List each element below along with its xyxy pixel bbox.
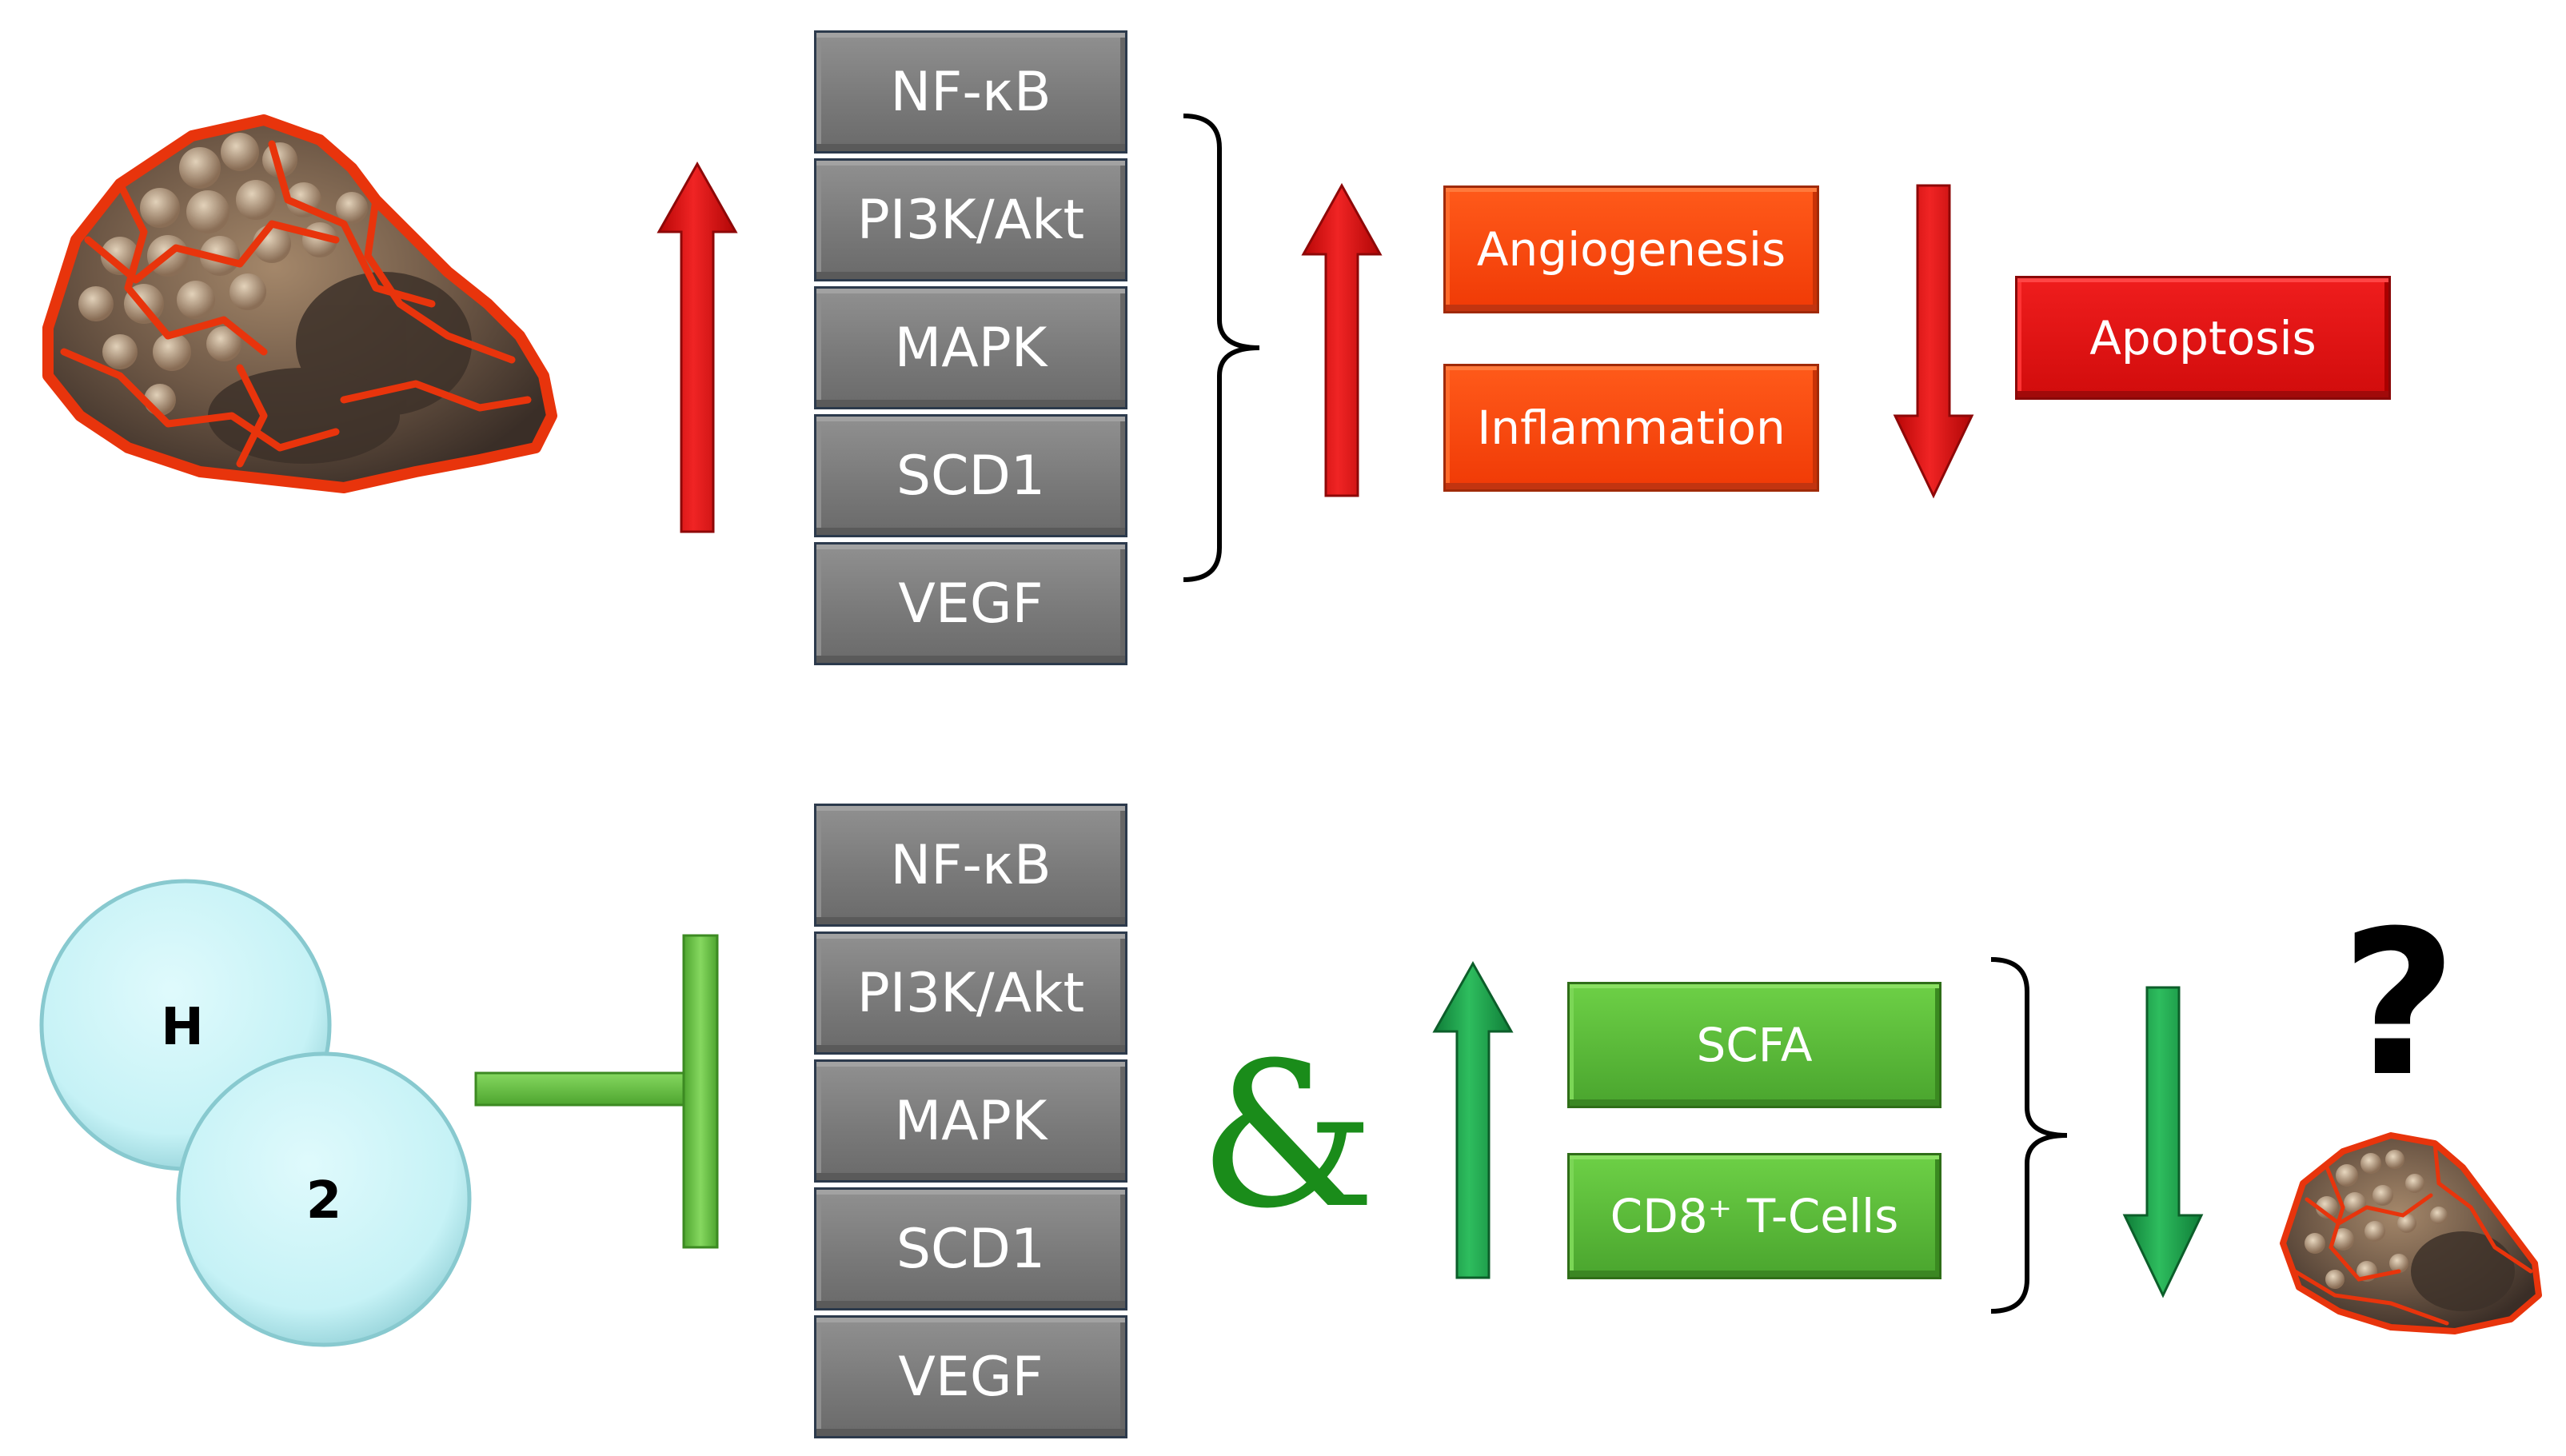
pathway-box: VEGF bbox=[814, 542, 1127, 665]
process-box-inflammation: Inflammation bbox=[1443, 364, 1819, 492]
ampersand-symbol: & bbox=[1198, 1019, 1377, 1252]
pathway-box: VEGF bbox=[814, 1315, 1127, 1438]
pathway-box: MAPK bbox=[814, 1059, 1127, 1183]
decrease-arrow-icon bbox=[1893, 184, 1974, 499]
bracket-icon bbox=[1990, 957, 2068, 1314]
process-box-apoptosis: Apoptosis bbox=[2015, 276, 2391, 400]
pathway-box: NF-κB bbox=[814, 30, 1127, 154]
question-mark: ? bbox=[2341, 887, 2457, 1120]
decrease-arrow-icon bbox=[2122, 986, 2204, 1298]
increase-arrow-icon bbox=[1301, 182, 1383, 497]
factor-box-scfa: SCFA bbox=[1567, 982, 1941, 1108]
inhibition-icon bbox=[474, 934, 719, 1249]
process-box-angiogenesis: Angiogenesis bbox=[1443, 185, 1819, 313]
tumor-icon bbox=[42, 114, 557, 493]
h2-letter-2: 2 bbox=[305, 1171, 342, 1231]
bracket-icon bbox=[1183, 114, 1260, 582]
tumor-small-icon bbox=[2280, 1132, 2542, 1334]
increase-arrow-icon bbox=[1432, 960, 1514, 1279]
pathway-box: NF-κB bbox=[814, 804, 1127, 927]
pathway-box: PI3K/Akt bbox=[814, 158, 1127, 281]
h2-molecule-icon bbox=[39, 879, 472, 1347]
increase-arrow-icon bbox=[656, 161, 738, 533]
pathway-box: PI3K/Akt bbox=[814, 931, 1127, 1055]
h2-letter-h: H bbox=[161, 998, 204, 1057]
pathway-box: SCD1 bbox=[814, 1187, 1127, 1310]
factor-box-cd8-t-cells: CD8⁺ T-Cells bbox=[1567, 1153, 1941, 1279]
pathway-box: MAPK bbox=[814, 286, 1127, 409]
pathway-box: SCD1 bbox=[814, 414, 1127, 537]
